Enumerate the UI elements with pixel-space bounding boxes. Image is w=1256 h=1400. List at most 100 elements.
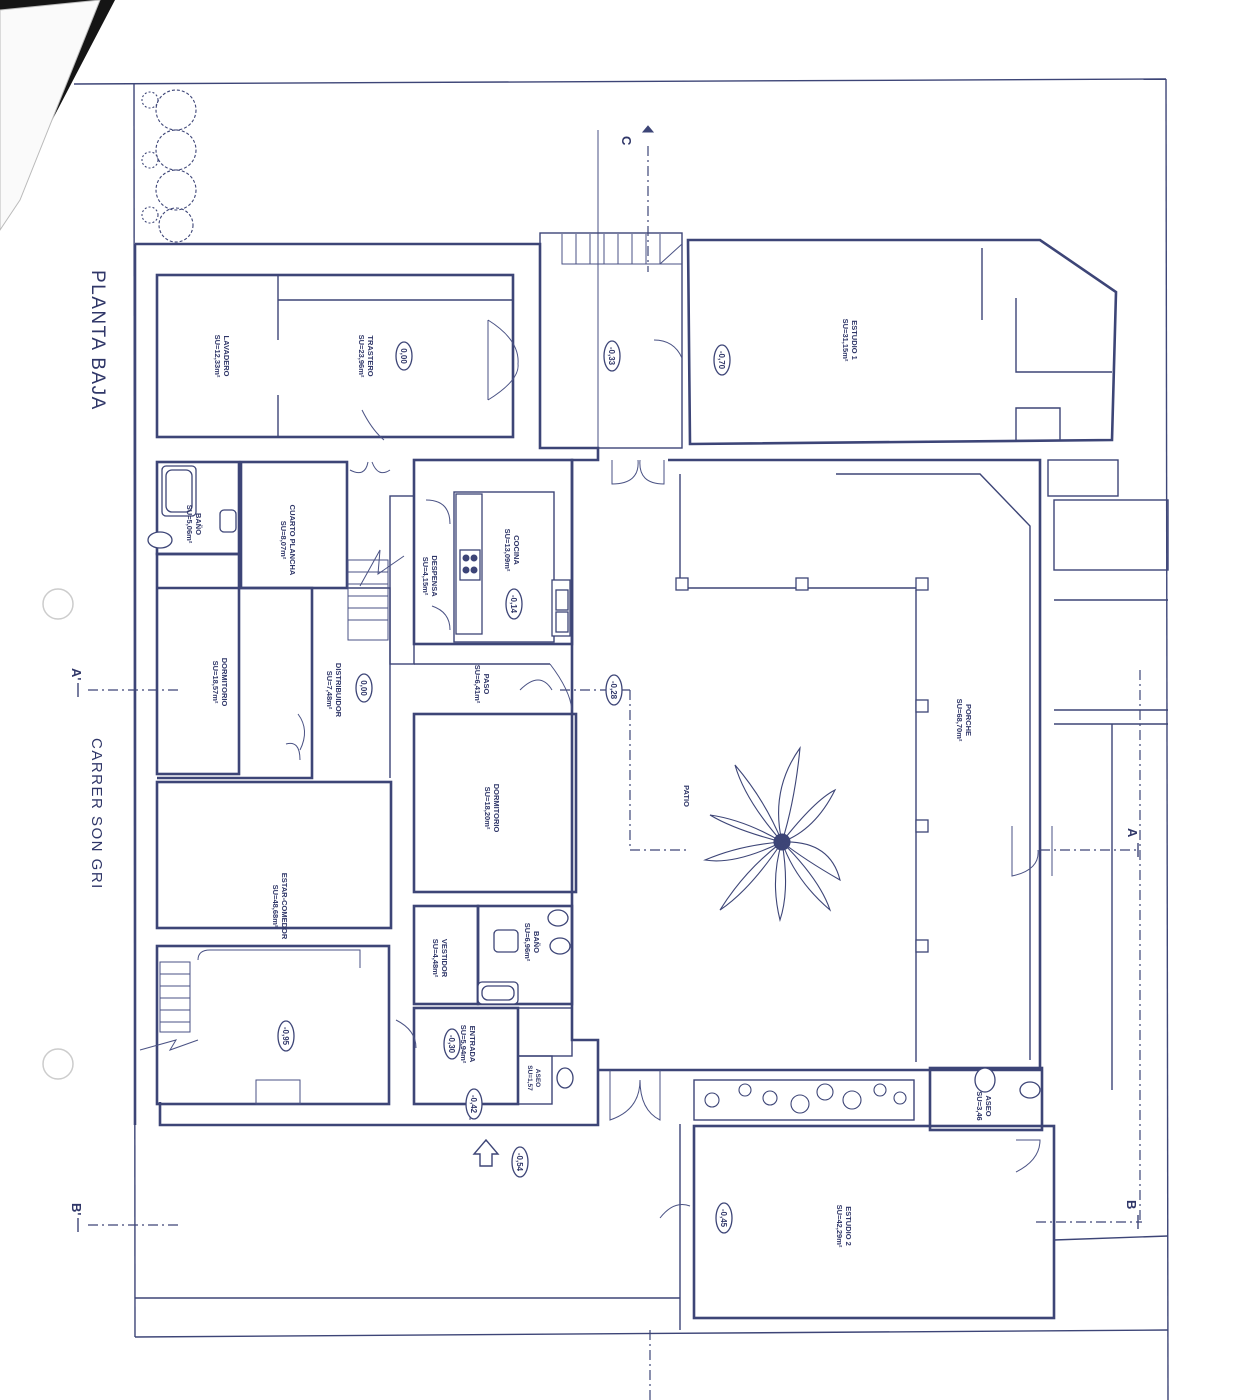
planter-plants [704, 1083, 907, 1114]
level-marker-trastero: 0,00 [395, 341, 413, 371]
room-label-trastero: TRASTERO SU=23,96m² [357, 335, 375, 378]
svg-text:SU=6,41m²: SU=6,41m² [473, 665, 482, 704]
room-label-lavadero: LAVADERO SU=12,33m² [213, 335, 231, 378]
svg-text:PASO: PASO [482, 674, 491, 695]
level-marker-estudio2: -0,45 [715, 1202, 733, 1234]
section-label-b-right: B [1124, 1200, 1139, 1209]
svg-text:-0,33: -0,33 [607, 347, 616, 366]
room-label-dorm2: DORMITORIO SU=18,20m² [483, 784, 501, 833]
room-label-estudio2: ESTUDIO 2 SU=42,29m² [835, 1205, 853, 1248]
room-label-entrada: ENTRADA SU=5,94m² [459, 1025, 477, 1064]
svg-text:SU=6,96m²: SU=6,96m² [523, 923, 532, 962]
level-marker-exterior: -0,54 [511, 1146, 529, 1178]
svg-text:DISTRIBUIDOR: DISTRIBUIDOR [334, 663, 343, 718]
section-label-c: C [619, 136, 634, 146]
section-label-a-right: A [1125, 828, 1140, 838]
level-marker-estar: -0,95 [277, 1020, 295, 1052]
section-line-a: A' A [69, 668, 1140, 857]
room-label-plancha: CUARTO PLANCHA SU=8,07m² [279, 505, 297, 576]
svg-text:SU=7,48m²: SU=7,48m² [325, 671, 334, 710]
svg-text:SU=18,20m²: SU=18,20m² [483, 787, 492, 830]
svg-text:PORCHE: PORCHE [964, 704, 973, 736]
svg-text:SU=4,15m²: SU=4,15m² [421, 557, 430, 596]
svg-text:ESTUDIO 1: ESTUDIO 1 [850, 320, 859, 360]
svg-text:SU=68,70m²: SU=68,70m² [955, 699, 964, 742]
plan-title: PLANTA BAJA [87, 270, 108, 411]
svg-text:0,00: 0,00 [359, 680, 368, 696]
svg-text:SU=1,57: SU=1,57 [526, 1065, 533, 1091]
entrance-arrow-icon [472, 1138, 500, 1167]
svg-text:SU=8,07m²: SU=8,07m² [279, 521, 288, 560]
section-line-c: C [597, 125, 655, 460]
svg-text:ENTRADA: ENTRADA [468, 1026, 477, 1063]
punch-hole-top [42, 588, 74, 620]
svg-text:SU=42,29m²: SU=42,29m² [835, 1205, 844, 1248]
svg-text:SU=48,68m²: SU=48,68m² [271, 885, 280, 928]
level-marker-entrance: -0,42 [465, 1088, 483, 1120]
svg-text:BAÑO: BAÑO [532, 931, 541, 953]
porche-columns [675, 577, 929, 953]
fixtures [147, 465, 1041, 1099]
level-marker-stair: -0,33 [603, 340, 621, 372]
svg-text:VESTIDOR: VESTIDOR [440, 939, 449, 978]
svg-text:DORMITORIO: DORMITORIO [220, 658, 229, 707]
room-label-despensa: DESPENSA SU=4,15m² [421, 555, 439, 597]
svg-text:-0,95: -0,95 [281, 1027, 290, 1046]
svg-text:-0,14: -0,14 [509, 595, 518, 614]
svg-text:BAÑO: BAÑO [194, 513, 203, 535]
punch-hole-bottom [42, 1048, 74, 1080]
section-label-b-left: B' [69, 1203, 84, 1215]
svg-text:ESTAR-COMEDOR: ESTAR-COMEDOR [280, 873, 289, 940]
level-marker-cocina: -0,14 [505, 588, 523, 620]
palm-tree [703, 746, 841, 922]
room-label-aseo: ASEO SU=3,46 [975, 1091, 993, 1120]
paper-fold [0, 0, 101, 231]
section-line-b: B' B [69, 670, 1142, 1232]
svg-text:TRASTERO: TRASTERO [366, 335, 375, 376]
svg-text:SU=4,48m²: SU=4,48m² [431, 939, 440, 978]
room-label-cocina: COCINA SU=13,09m² [503, 529, 521, 572]
svg-text:SU=31,15m²: SU=31,15m² [841, 319, 850, 362]
doors [285, 319, 1053, 1219]
room-label-bano1: BAÑO SU=5,06m² [185, 505, 203, 544]
svg-text:SU=13,09m²: SU=13,09m² [503, 529, 512, 572]
svg-text:COCINA: COCINA [512, 535, 521, 565]
room-label-dorm1: DORMITORIO SU=18,57m² [211, 658, 229, 707]
svg-text:DESPENSA: DESPENSA [430, 555, 439, 597]
garden-shrubs [141, 89, 197, 243]
svg-text:SU=23,96m²: SU=23,96m² [357, 335, 366, 378]
room-label-porche: PORCHE SU=68,70m² [955, 699, 973, 742]
level-marker-entrada: -0,30 [443, 1028, 461, 1060]
svg-text:-0,70: -0,70 [717, 351, 726, 370]
svg-text:-0,54: -0,54 [515, 1153, 524, 1172]
svg-text:-0,28: -0,28 [609, 681, 618, 700]
walls [133, 232, 1169, 1400]
svg-text:-0,45: -0,45 [719, 1209, 728, 1228]
room-label-paso: PASO SU=6,41m² [473, 665, 491, 704]
svg-text:SU=18,57m²: SU=18,57m² [211, 661, 220, 704]
room-label-patio: PATIO [682, 785, 691, 807]
svg-text:CUARTO PLANCHA: CUARTO PLANCHA [288, 505, 297, 576]
room-label-bano2: BAÑO SU=6,96m² [523, 923, 541, 962]
room-label-estudio1: ESTUDIO 1 SU=31,15m² [841, 319, 859, 362]
level-marker-distribuidor: 0,00 [355, 673, 373, 703]
level-marker-estudio1: -0,70 [713, 344, 731, 376]
room-label-estar: ESTAR-COMEDOR SU=48,68m² [271, 873, 289, 940]
room-label-distribuidor: DISTRIBUIDOR SU=7,48m² [325, 663, 343, 718]
svg-text:ESTUDIO 2: ESTUDIO 2 [844, 1206, 853, 1246]
street-name: CARRER SON GRI [88, 738, 105, 890]
svg-text:-0,42: -0,42 [469, 1095, 478, 1114]
room-label-aseo-small: ASEO SU=1,57 [526, 1065, 541, 1091]
svg-text:SU=3,46: SU=3,46 [975, 1091, 984, 1120]
svg-text:SU=5,94m²: SU=5,94m² [459, 1025, 468, 1064]
svg-text:ASEO: ASEO [984, 1095, 993, 1116]
svg-text:0,00: 0,00 [399, 348, 408, 364]
level-marker-paso: -0,28 [605, 674, 623, 706]
room-label-vestidor: VESTIDOR SU=4,48m² [431, 939, 449, 978]
svg-text:SU=12,33m²: SU=12,33m² [213, 335, 222, 378]
svg-text:LAVADERO: LAVADERO [222, 336, 231, 377]
svg-text:PATIO: PATIO [682, 785, 691, 807]
section-label-a-left: A' [69, 668, 84, 680]
svg-text:ASEO: ASEO [534, 1069, 541, 1087]
